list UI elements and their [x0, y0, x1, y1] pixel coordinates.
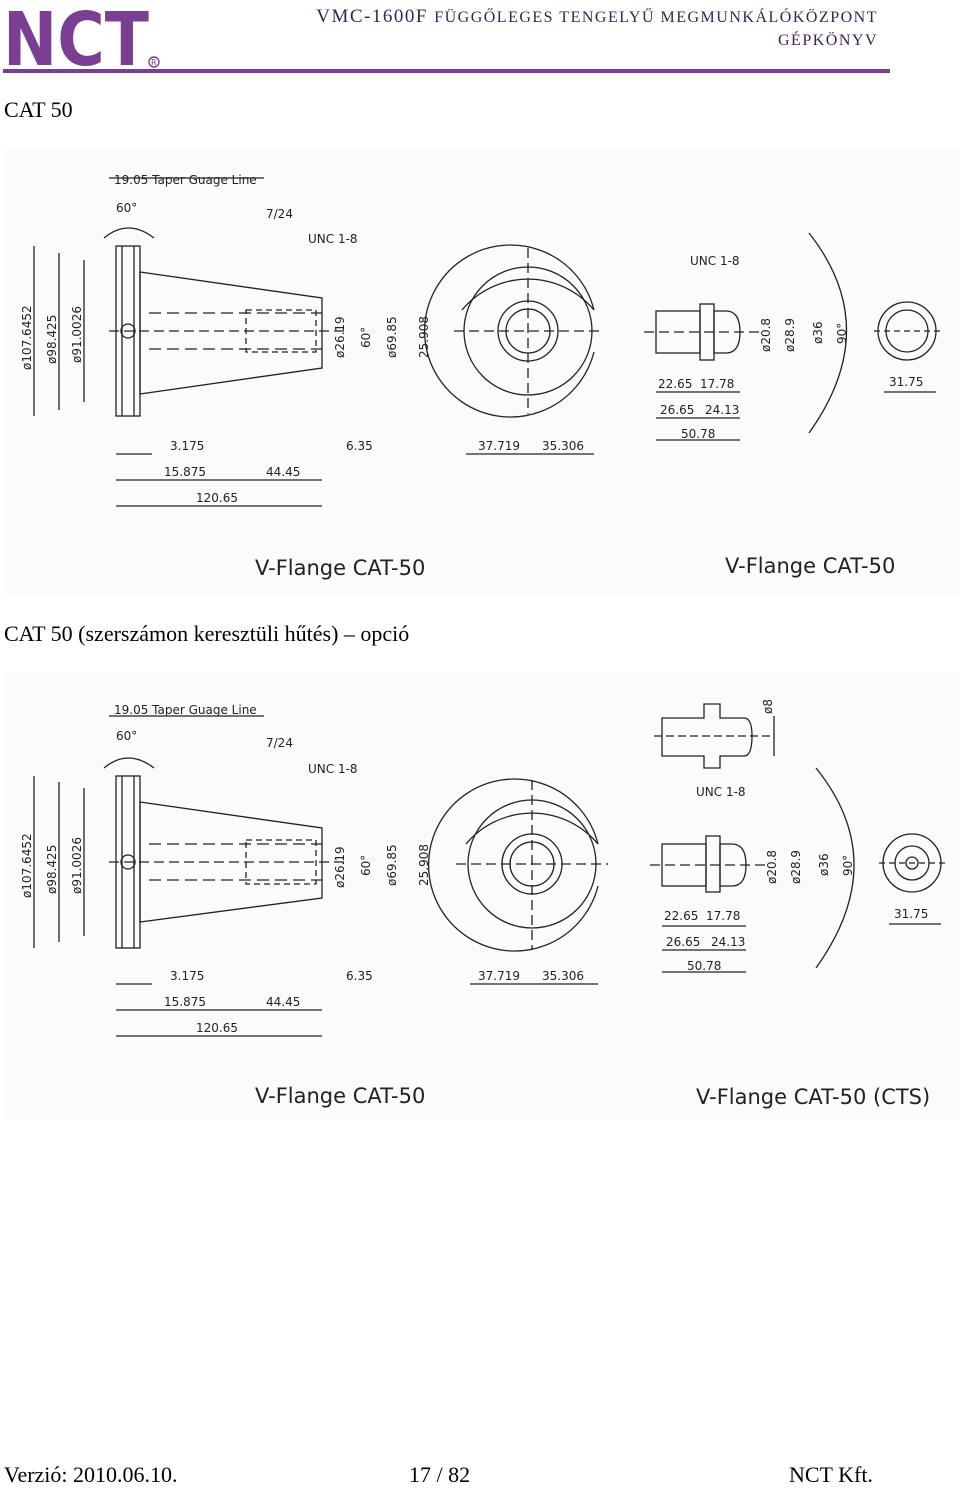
svg-text:60°: 60° — [116, 729, 137, 743]
svg-text:ø91.0026: ø91.0026 — [70, 306, 84, 363]
svg-text:6.35: 6.35 — [346, 439, 373, 453]
svg-text:7/24: 7/24 — [266, 736, 293, 750]
svg-text:ø69.85: ø69.85 — [385, 316, 399, 358]
machine-model: VMC-1600F — [316, 6, 428, 27]
footer-page-number: 17 / 82 — [409, 1462, 471, 1487]
figure-caption-right: V-Flange CAT-50 — [725, 554, 895, 578]
svg-text:22.65: 22.65 — [664, 909, 698, 923]
svg-text:ø107.6452: ø107.6452 — [20, 833, 34, 898]
svg-text:25.908: 25.908 — [417, 844, 431, 886]
svg-text:37.719: 37.719 — [478, 969, 520, 983]
svg-text:ø26.19: ø26.19 — [333, 316, 347, 358]
svg-text:ø8: ø8 — [761, 699, 775, 714]
section-title-cat50-cts: CAT 50 (szerszámon keresztüli hűtés) – o… — [4, 621, 410, 646]
svg-text:31.75: 31.75 — [889, 375, 923, 389]
svg-text:25.908: 25.908 — [417, 316, 431, 358]
section-title-cat50: CAT 50 — [4, 97, 73, 122]
svg-text:ø26.19: ø26.19 — [333, 846, 347, 888]
svg-text:19.05 Taper Guage Line: 19.05 Taper Guage Line — [114, 173, 257, 187]
svg-text:UNC 1-8: UNC 1-8 — [308, 232, 358, 246]
svg-text:UNC 1-8: UNC 1-8 — [696, 785, 746, 799]
svg-text:37.719: 37.719 — [478, 439, 520, 453]
svg-text:120.65: 120.65 — [196, 491, 238, 505]
drawing-cat50-cts-svg: 19.05 Taper Guage Line 60° 7/24 UNC 1-8 … — [4, 672, 959, 1120]
svg-text:6.35: 6.35 — [346, 969, 373, 983]
svg-text:ø36: ø36 — [811, 321, 825, 344]
svg-text:ø91.0026: ø91.0026 — [70, 837, 84, 894]
figure-caption-right: V-Flange CAT-50 (CTS) — [696, 1085, 930, 1109]
svg-text:24.13: 24.13 — [705, 403, 739, 417]
svg-text:60°: 60° — [359, 855, 373, 876]
svg-text:7/24: 7/24 — [266, 207, 293, 221]
svg-text:22.65: 22.65 — [658, 377, 692, 391]
footer-version: Verzió: 2010.06.10. — [4, 1462, 178, 1487]
svg-text:UNC 1-8: UNC 1-8 — [690, 254, 740, 268]
svg-text:ø107.6452: ø107.6452 — [20, 305, 34, 370]
svg-text:17.78: 17.78 — [700, 377, 734, 391]
svg-text:3.175: 3.175 — [170, 969, 204, 983]
footer-company: NCT Kft. — [789, 1462, 873, 1487]
svg-text:50.78: 50.78 — [681, 427, 715, 441]
nct-logo: NCT R — [3, 3, 160, 69]
header-rule — [3, 69, 890, 73]
svg-text:UNC 1-8: UNC 1-8 — [308, 762, 358, 776]
svg-text:44.45: 44.45 — [266, 465, 300, 479]
svg-text:60°: 60° — [359, 327, 373, 348]
svg-text:15.875: 15.875 — [164, 995, 206, 1009]
svg-text:R: R — [151, 58, 157, 67]
svg-text:35.306: 35.306 — [542, 969, 584, 983]
svg-text:ø20.8: ø20.8 — [765, 850, 779, 884]
document-header-title: VMC-1600F FÜGGŐLEGES TENGELYŰ MEGMUNKÁLÓ… — [316, 5, 878, 52]
svg-text:ø20.8: ø20.8 — [759, 318, 773, 352]
manual-name: GÉPKÖNYV — [778, 32, 878, 49]
drawing-cat50-svg: 19.05 Taper Guage Line 60° 7/24 UNC 1-8 … — [4, 148, 959, 596]
figure-caption-left: V-Flange CAT-50 — [255, 1084, 425, 1108]
svg-text:ø98.425: ø98.425 — [45, 315, 59, 364]
svg-text:90°: 90° — [835, 323, 849, 344]
svg-text:ø98.425: ø98.425 — [45, 845, 59, 894]
machine-description: FÜGGŐLEGES TENGELYŰ MEGMUNKÁLÓKÖZPONT — [434, 9, 878, 26]
svg-text:ø28.9: ø28.9 — [789, 850, 803, 884]
svg-text:60°: 60° — [116, 201, 137, 215]
svg-text:50.78: 50.78 — [687, 959, 721, 973]
svg-text:24.13: 24.13 — [711, 935, 745, 949]
svg-text:26.65: 26.65 — [660, 403, 694, 417]
svg-text:90°: 90° — [841, 855, 855, 876]
svg-text:ø36: ø36 — [817, 853, 831, 876]
logo-text: NCT — [3, 3, 149, 69]
drawing-cat50: 19.05 Taper Guage Line 60° 7/24 UNC 1-8 … — [4, 148, 959, 596]
svg-text:3.175: 3.175 — [170, 439, 204, 453]
figure-caption-left: V-Flange CAT-50 — [255, 556, 425, 580]
svg-text:15.875: 15.875 — [164, 465, 206, 479]
svg-text:17.78: 17.78 — [706, 909, 740, 923]
svg-text:35.306: 35.306 — [542, 439, 584, 453]
svg-text:ø28.9: ø28.9 — [783, 318, 797, 352]
svg-text:44.45: 44.45 — [266, 995, 300, 1009]
svg-text:31.75: 31.75 — [894, 907, 928, 921]
drawing-cat50-cts: 19.05 Taper Guage Line 60° 7/24 UNC 1-8 … — [4, 672, 959, 1120]
svg-text:19.05 Taper Guage Line: 19.05 Taper Guage Line — [114, 703, 257, 717]
svg-text:26.65: 26.65 — [666, 935, 700, 949]
svg-text:ø69.85: ø69.85 — [385, 844, 399, 886]
svg-text:120.65: 120.65 — [196, 1021, 238, 1035]
